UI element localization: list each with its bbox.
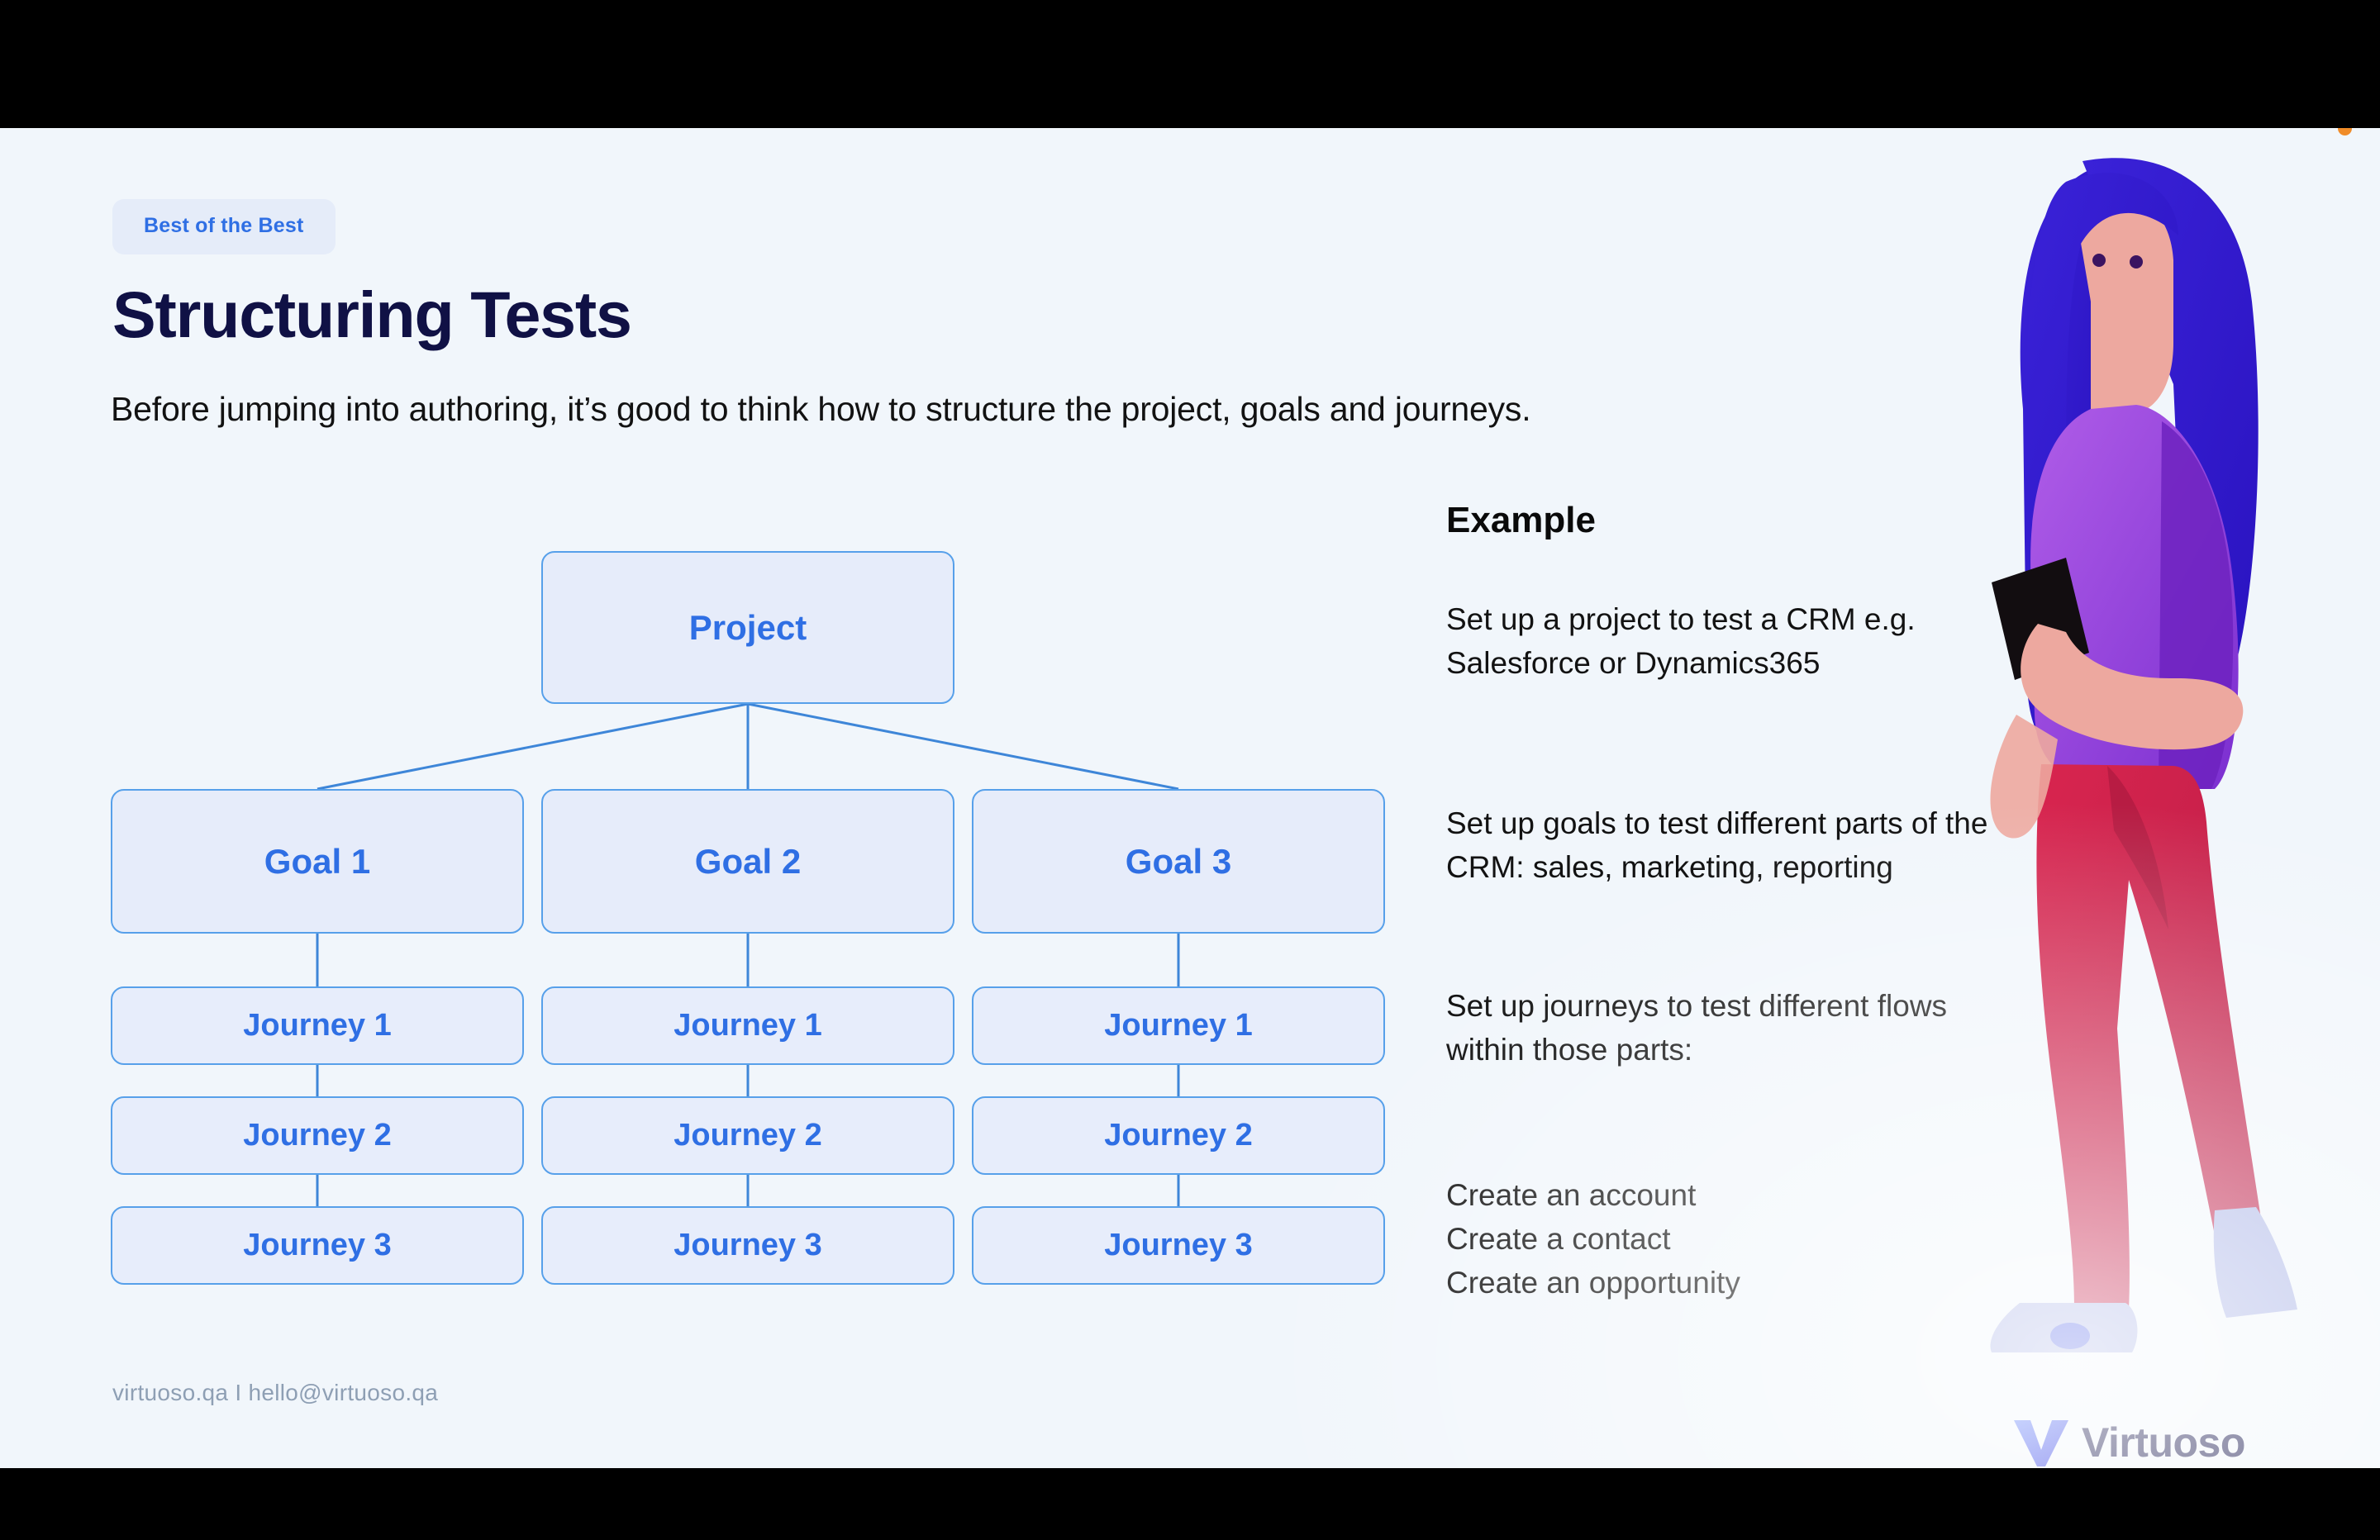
node-goal1-journey-3[interactable]: Journey 3	[111, 1206, 524, 1285]
footer-contact: virtuoso.qa I hello@virtuoso.qa	[112, 1380, 439, 1405]
node-goal1-journey-1[interactable]: Journey 1	[111, 986, 524, 1065]
letterbox-top-bar	[0, 0, 2380, 128]
example-paragraph-4: Create an account Create a contact Creat…	[1446, 1178, 1740, 1300]
slide-canvas: Best of the Best Structuring Tests Befor…	[0, 128, 2380, 1468]
node-goal3-journey-2[interactable]: Journey 2	[972, 1096, 1385, 1175]
virtuoso-logo: Virtuoso	[2012, 1417, 2245, 1468]
page-subtitle: Before jumping into authoring, it’s good…	[111, 390, 1531, 428]
node-goal-2[interactable]: Goal 2	[541, 789, 954, 934]
badge-best-of-the-best: Best of the Best	[112, 199, 336, 254]
node-goal-1[interactable]: Goal 1	[111, 789, 524, 934]
page-title: Structuring Tests	[112, 278, 632, 351]
example-paragraph-2: Set up goals to test different parts of …	[1446, 806, 1988, 884]
node-goal2-journey-1[interactable]: Journey 1	[541, 986, 954, 1065]
node-goal2-journey-2[interactable]: Journey 2	[541, 1096, 954, 1175]
node-goal1-journey-2[interactable]: Journey 2	[111, 1096, 524, 1175]
node-goal-3[interactable]: Goal 3	[972, 789, 1385, 934]
diagram-connector-lines	[316, 702, 1180, 1206]
virtuoso-logo-text: Virtuoso	[2082, 1419, 2245, 1466]
structure-diagram: Project Goal 1 Goal 2 Goal 3 Journey 1 J…	[0, 128, 1454, 1468]
accent-dot-icon	[2338, 128, 2352, 135]
node-project[interactable]: Project	[541, 551, 954, 704]
node-goal3-journey-1[interactable]: Journey 1	[972, 986, 1385, 1065]
example-heading: Example	[1446, 500, 1596, 540]
virtuoso-v-icon	[2014, 1420, 2068, 1466]
person-illustration	[1990, 158, 2297, 1352]
node-goal3-journey-3[interactable]: Journey 3	[972, 1206, 1385, 1285]
example-paragraph-1: Set up a project to test a CRM e.g. Sale…	[1446, 602, 1916, 680]
node-goal2-journey-3[interactable]: Journey 3	[541, 1206, 954, 1285]
example-paragraph-3: Set up journeys to test different flows …	[1446, 989, 1948, 1067]
letterbox-bottom-bar	[0, 1468, 2380, 1540]
